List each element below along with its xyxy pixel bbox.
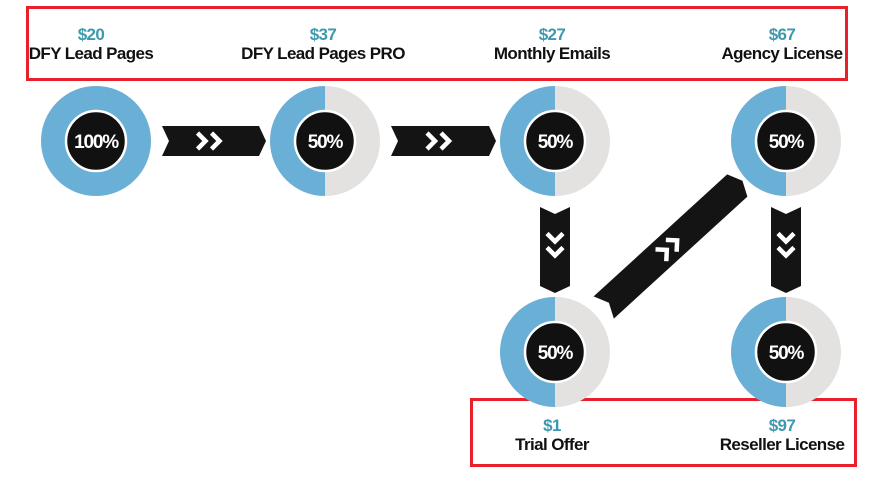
node-agency-license: 50% bbox=[731, 86, 841, 196]
arrow-body bbox=[162, 126, 266, 156]
double-chevron-down-icon bbox=[545, 231, 565, 259]
arrow-dfy-lead-pages-to-dfy-lead-pages-pro bbox=[162, 126, 266, 156]
center-disc bbox=[754, 109, 818, 173]
percent-text: 50% bbox=[308, 132, 344, 153]
percent-text: 50% bbox=[769, 343, 805, 364]
arrow-body bbox=[540, 207, 570, 293]
product-label-monthly-emails: $27 Monthly Emails bbox=[467, 25, 637, 64]
percent-text: 50% bbox=[538, 132, 574, 153]
product-name-text: DFY Lead Pages PRO bbox=[241, 44, 405, 63]
node-dfy-lead-pages-pro: 50% bbox=[270, 86, 380, 196]
double-chevron-right-icon bbox=[195, 131, 223, 151]
product-label-dfy-lead-pages: $20 DFY Lead Pages bbox=[6, 25, 176, 64]
arrow-monthly-emails-to-trial-offer bbox=[540, 207, 570, 293]
percent-text: 50% bbox=[769, 132, 805, 153]
bottom-products-highlight-box bbox=[470, 398, 857, 467]
arrow-body bbox=[593, 174, 748, 319]
product-name-text: DFY Lead Pages bbox=[28, 44, 154, 63]
center-disc bbox=[754, 320, 818, 384]
price-text: $27 bbox=[538, 25, 566, 44]
price-text: $97 bbox=[768, 416, 796, 435]
product-name-text: Monthly Emails bbox=[493, 44, 611, 63]
price-text: $37 bbox=[309, 25, 337, 44]
center-disc bbox=[523, 320, 587, 384]
product-name-text: Agency License bbox=[721, 44, 843, 63]
center-disc bbox=[64, 109, 128, 173]
product-label-trial-offer: $1 Trial Offer bbox=[467, 416, 637, 455]
arrow-trial-offer-to-agency-license bbox=[593, 174, 748, 319]
node-reseller-license: 50% bbox=[731, 297, 841, 407]
arrow-dfy-lead-pages-pro-to-monthly-emails bbox=[391, 126, 496, 156]
percent-text: 50% bbox=[538, 343, 574, 364]
node-trial-offer: 50% bbox=[500, 297, 610, 407]
product-label-dfy-lead-pages-pro: $37 DFY Lead Pages PRO bbox=[238, 25, 408, 64]
node-dfy-lead-pages: 100% bbox=[41, 86, 151, 196]
arrow-body bbox=[771, 207, 801, 293]
arrow-agency-license-to-reseller-license bbox=[771, 207, 801, 293]
top-products-highlight-box bbox=[26, 6, 848, 81]
product-name-text: Reseller License bbox=[719, 435, 845, 454]
double-chevron-up-right-icon bbox=[655, 237, 680, 262]
center-disc bbox=[523, 109, 587, 173]
double-chevron-right-icon bbox=[425, 131, 453, 151]
product-name-text: Trial Offer bbox=[515, 435, 589, 454]
percent-text: 100% bbox=[74, 132, 119, 153]
center-disc bbox=[293, 109, 357, 173]
arrows-layer bbox=[162, 126, 801, 319]
arrow-body bbox=[391, 126, 496, 156]
node-monthly-emails: 50% bbox=[500, 86, 610, 196]
price-text: $20 bbox=[77, 25, 105, 44]
product-label-reseller-license: $97 Reseller License bbox=[697, 416, 867, 455]
price-text: $67 bbox=[768, 25, 796, 44]
nodes-layer: 100% 50% 50% 50% 50% 50% bbox=[41, 86, 841, 407]
double-chevron-down-icon bbox=[776, 231, 796, 259]
product-label-agency-license: $67 Agency License bbox=[697, 25, 867, 64]
price-text: $1 bbox=[543, 416, 561, 435]
